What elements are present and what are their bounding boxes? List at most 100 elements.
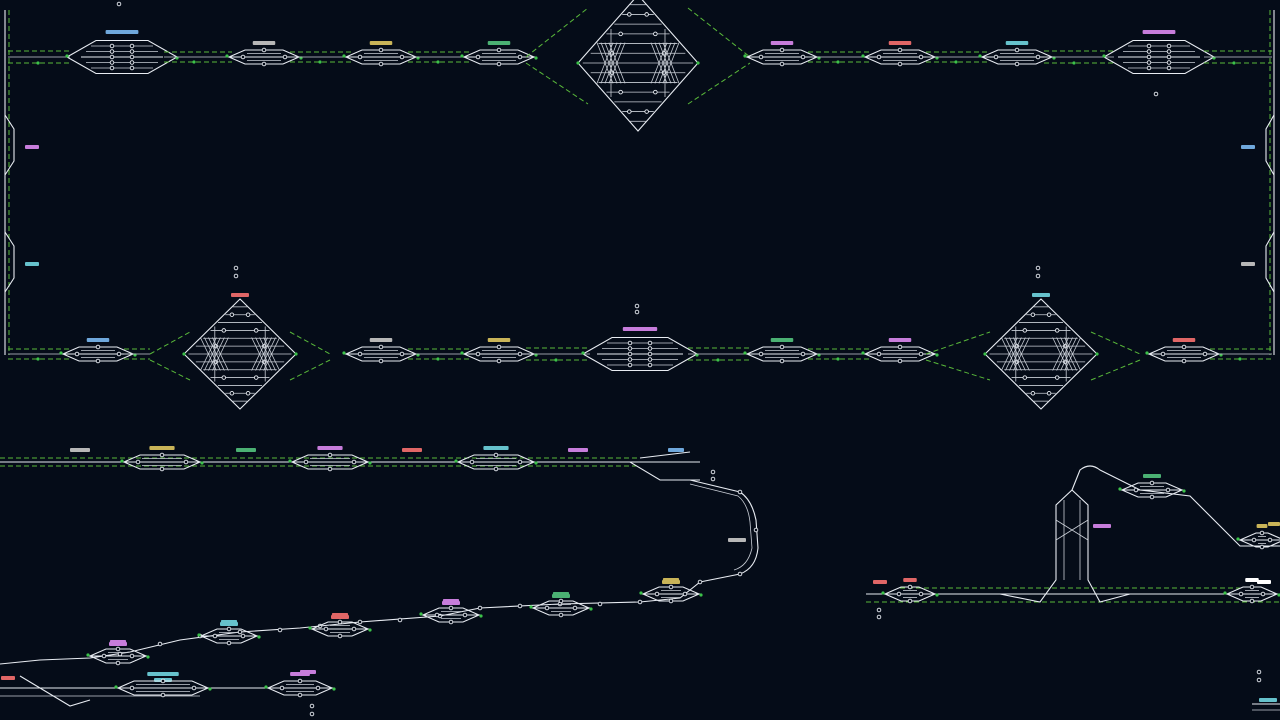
station-tag <box>903 578 917 582</box>
track-node <box>129 685 135 691</box>
crossover <box>658 42 676 84</box>
track-node <box>357 619 363 625</box>
winding-main <box>0 479 759 665</box>
station-tag <box>331 613 349 617</box>
loop-track <box>1265 231 1275 293</box>
winding-loop <box>689 483 753 571</box>
signal-light <box>576 61 580 65</box>
track-node <box>907 598 913 604</box>
connection-line <box>687 62 751 105</box>
track-node <box>1022 375 1028 380</box>
track-node <box>647 362 653 368</box>
track-node <box>710 476 716 482</box>
signal-light <box>318 60 322 64</box>
track-node <box>644 109 649 114</box>
track-node <box>993 54 999 60</box>
track-node <box>572 605 578 611</box>
track-node <box>493 466 499 472</box>
station-tag <box>552 592 570 596</box>
track-node <box>647 340 653 346</box>
track-node <box>1046 312 1052 317</box>
track-node <box>1259 530 1265 536</box>
signal-light <box>454 459 458 463</box>
track-node <box>109 49 115 54</box>
signal-light <box>460 54 464 58</box>
track-node <box>737 571 743 577</box>
track-node <box>434 612 440 618</box>
track-node <box>496 358 502 364</box>
track-node <box>469 459 475 465</box>
junction-loop <box>999 489 1131 603</box>
track-node <box>1181 344 1187 350</box>
signal-light <box>36 357 40 361</box>
track-node <box>1166 60 1172 65</box>
track-node <box>1035 54 1041 60</box>
track-node <box>109 54 115 60</box>
crossover <box>1005 337 1022 371</box>
signal-light <box>589 607 593 611</box>
track-node <box>1030 391 1036 396</box>
signal-light <box>861 54 865 58</box>
track-node <box>1149 494 1155 500</box>
track-node <box>668 598 674 604</box>
crossover <box>259 337 276 371</box>
track-node <box>627 12 632 17</box>
signal-light <box>120 459 124 463</box>
station-tag <box>770 338 794 342</box>
track-node <box>1256 669 1262 675</box>
track-node <box>517 54 523 60</box>
track-node <box>109 60 115 65</box>
station-tag <box>662 578 680 582</box>
signal-light <box>208 687 212 691</box>
station-tag <box>1268 522 1280 526</box>
track-node <box>496 344 502 350</box>
track-node <box>327 466 333 472</box>
track-node <box>517 459 523 465</box>
signal-light <box>59 351 63 355</box>
signal-light <box>983 352 987 356</box>
track-node <box>876 607 882 613</box>
station-tag <box>487 338 511 342</box>
signal-light <box>1223 591 1227 595</box>
signal-light <box>1238 357 1242 361</box>
station-tag <box>109 640 127 644</box>
station-tag <box>70 448 90 452</box>
track-node <box>627 351 633 357</box>
track-node <box>918 351 924 357</box>
track-node <box>1166 43 1172 49</box>
track-node <box>261 61 267 67</box>
station-tag <box>442 599 460 603</box>
track-node <box>351 626 357 632</box>
station-tag <box>1172 338 1196 342</box>
signal-light <box>288 459 292 463</box>
signal-light <box>368 461 372 465</box>
signal-light <box>581 351 585 355</box>
track-node <box>1267 537 1273 543</box>
track-node <box>897 47 903 53</box>
track-node <box>637 599 643 605</box>
track-node <box>1202 351 1208 357</box>
signal-light <box>342 54 346 58</box>
track-node <box>1165 487 1171 493</box>
track-node <box>627 357 633 362</box>
track-node <box>779 358 785 364</box>
signal-light <box>935 353 939 357</box>
crossover <box>200 337 217 371</box>
yard-throat <box>66 56 178 75</box>
signal-light <box>436 357 440 361</box>
crossover <box>263 337 280 371</box>
crossover <box>604 42 622 84</box>
track-node <box>261 47 267 53</box>
signal-light <box>554 358 558 362</box>
track-node <box>357 351 363 357</box>
yard-throat <box>1103 56 1215 75</box>
track-node <box>129 43 135 49</box>
track-node <box>315 685 321 691</box>
signal-light <box>197 633 201 637</box>
track-node <box>101 653 107 659</box>
signal-light <box>264 685 268 689</box>
track-node <box>1166 65 1172 71</box>
track-node <box>1054 328 1060 333</box>
